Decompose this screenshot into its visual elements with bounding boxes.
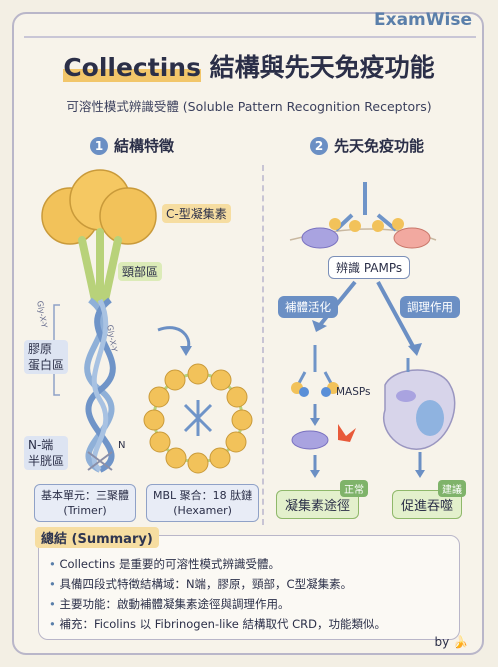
signature-text: by [434,635,450,649]
lysis-burst-icon [338,424,356,442]
collagen-strand [85,297,116,473]
title-highlight: Collectins [63,53,201,82]
neck-region [78,228,122,304]
masps-complex [291,345,339,397]
bacterium-icon [291,430,329,450]
page-subtitle: 可溶性模式辨識受體 (Soluble Pattern Recognition R… [66,99,432,114]
list-item: 主要功能：啟動補體凝集素途徑與調理作用。 [49,594,386,614]
phagocyte-icon [382,358,456,450]
crd-label: C-型凝集素 [162,204,231,223]
header-divider [24,36,476,38]
section-number: 1 [90,136,108,155]
title-rest: 結構與先天免疫功能 [200,53,435,82]
section-structure-heading: 1 結構特徵 [90,135,174,156]
signature: by 🍌 [435,635,469,649]
mbl-hexamer [143,363,253,474]
crd-head [99,187,157,245]
disulfide-bond [87,451,113,471]
lectin-pathway-box: 凝集素途徑 [276,490,360,519]
list-item: Collectins 是重要的可溶性模式辨識受體。 [49,554,386,574]
section-divider [262,165,264,525]
summary-title: 總結 (Summary) [35,527,159,548]
bacterium-icon [301,227,339,249]
list-item: 補充：Ficolins 以 Fibrinogen-like 結構取代 CRD，功… [49,614,386,634]
n-terminal-label: N-端 半胱區 [24,436,69,470]
section-number: 2 [310,136,328,155]
section-label: 先天免疫功能 [334,137,425,155]
bacterium-icon [393,227,431,249]
status-badge: 建議 [438,480,466,497]
section-label: 結構特徵 [114,137,175,155]
collagen-label: 膠原 蛋白區 [24,340,69,374]
neck-label: 頸部區 [118,262,163,281]
banana-icon: 🍌 [453,635,468,649]
phagocytosis-box: 促進吞噬 [392,490,463,519]
masps-label: MASPs [336,386,371,398]
page-title: Collectins 結構與先天免疫功能 [0,48,498,84]
collagen-strand [91,298,109,472]
opsonize-label: 調理作用 [400,296,460,318]
hexamer-box: MBL 聚合：18 肽鏈 (Hexamer) [146,484,260,522]
summary-panel: 總結 (Summary) Collectins 是重要的可溶性模式辨識受體。 具… [35,527,460,640]
status-badge: 正常 [340,480,368,497]
brand-logo: ExamWise [374,10,472,30]
pamps-label: 辨識 PAMPs [328,256,411,279]
list-item: 具備四段式特徵結構域：N端，膠原，頸部，C型凝集素。 [49,574,386,594]
arrowhead [180,346,192,356]
complement-label: 補體活化 [278,296,338,318]
collectin-icon [334,182,398,232]
section-function-heading: 2 先天免疫功能 [310,135,424,156]
summary-list: Collectins 是重要的可溶性模式辨識受體。 具備四段式特徵結構域：N端，… [49,554,386,634]
trimer-box: 基本單元：三聚體 (Trimer) [34,484,136,522]
n-terminal-letter: N [118,440,126,451]
branch-arrow [376,281,417,351]
